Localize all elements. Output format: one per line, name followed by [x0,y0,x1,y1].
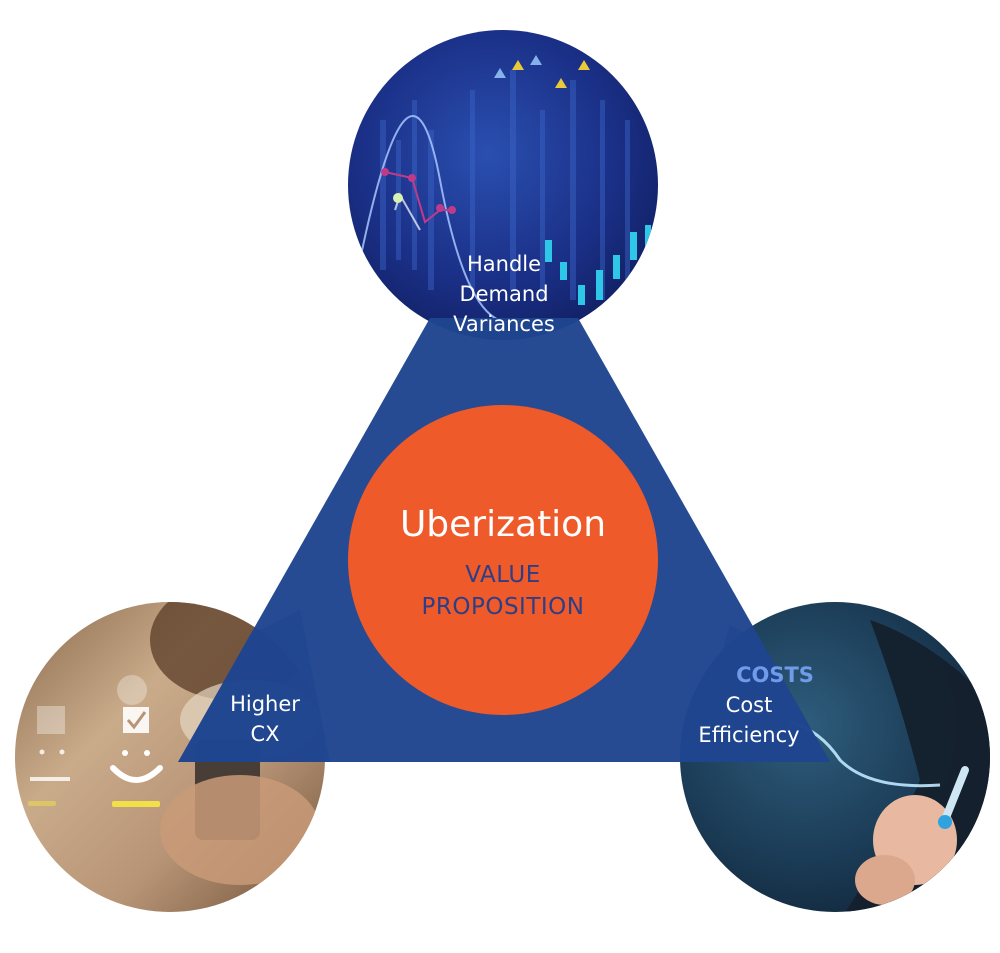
left-node-label-line2: CX [250,722,279,746]
right-node-photo-text: COSTS [736,663,814,687]
top-node-label-line3: Variances [453,312,555,336]
top-node-photo [348,30,658,340]
center-subtitle-line1: VALUE [465,562,541,588]
top-node-label-line1: Handle [467,252,541,276]
center-subtitle-line2: PROPOSITION [422,594,585,620]
right-node-label-line1: Cost [726,693,773,717]
market-chart-icon [359,55,651,324]
hand-drawing-curve-icon [789,620,990,912]
center-title: Uberization [400,504,606,545]
top-node-label-line2: Demand [459,282,548,306]
left-node-label-line1: Higher [230,692,300,716]
triangle-overlap-right [690,625,830,762]
center-circle [348,405,658,715]
triangle-overlap-left [178,610,330,762]
right-node-label-line2: Efficiency [698,723,799,747]
